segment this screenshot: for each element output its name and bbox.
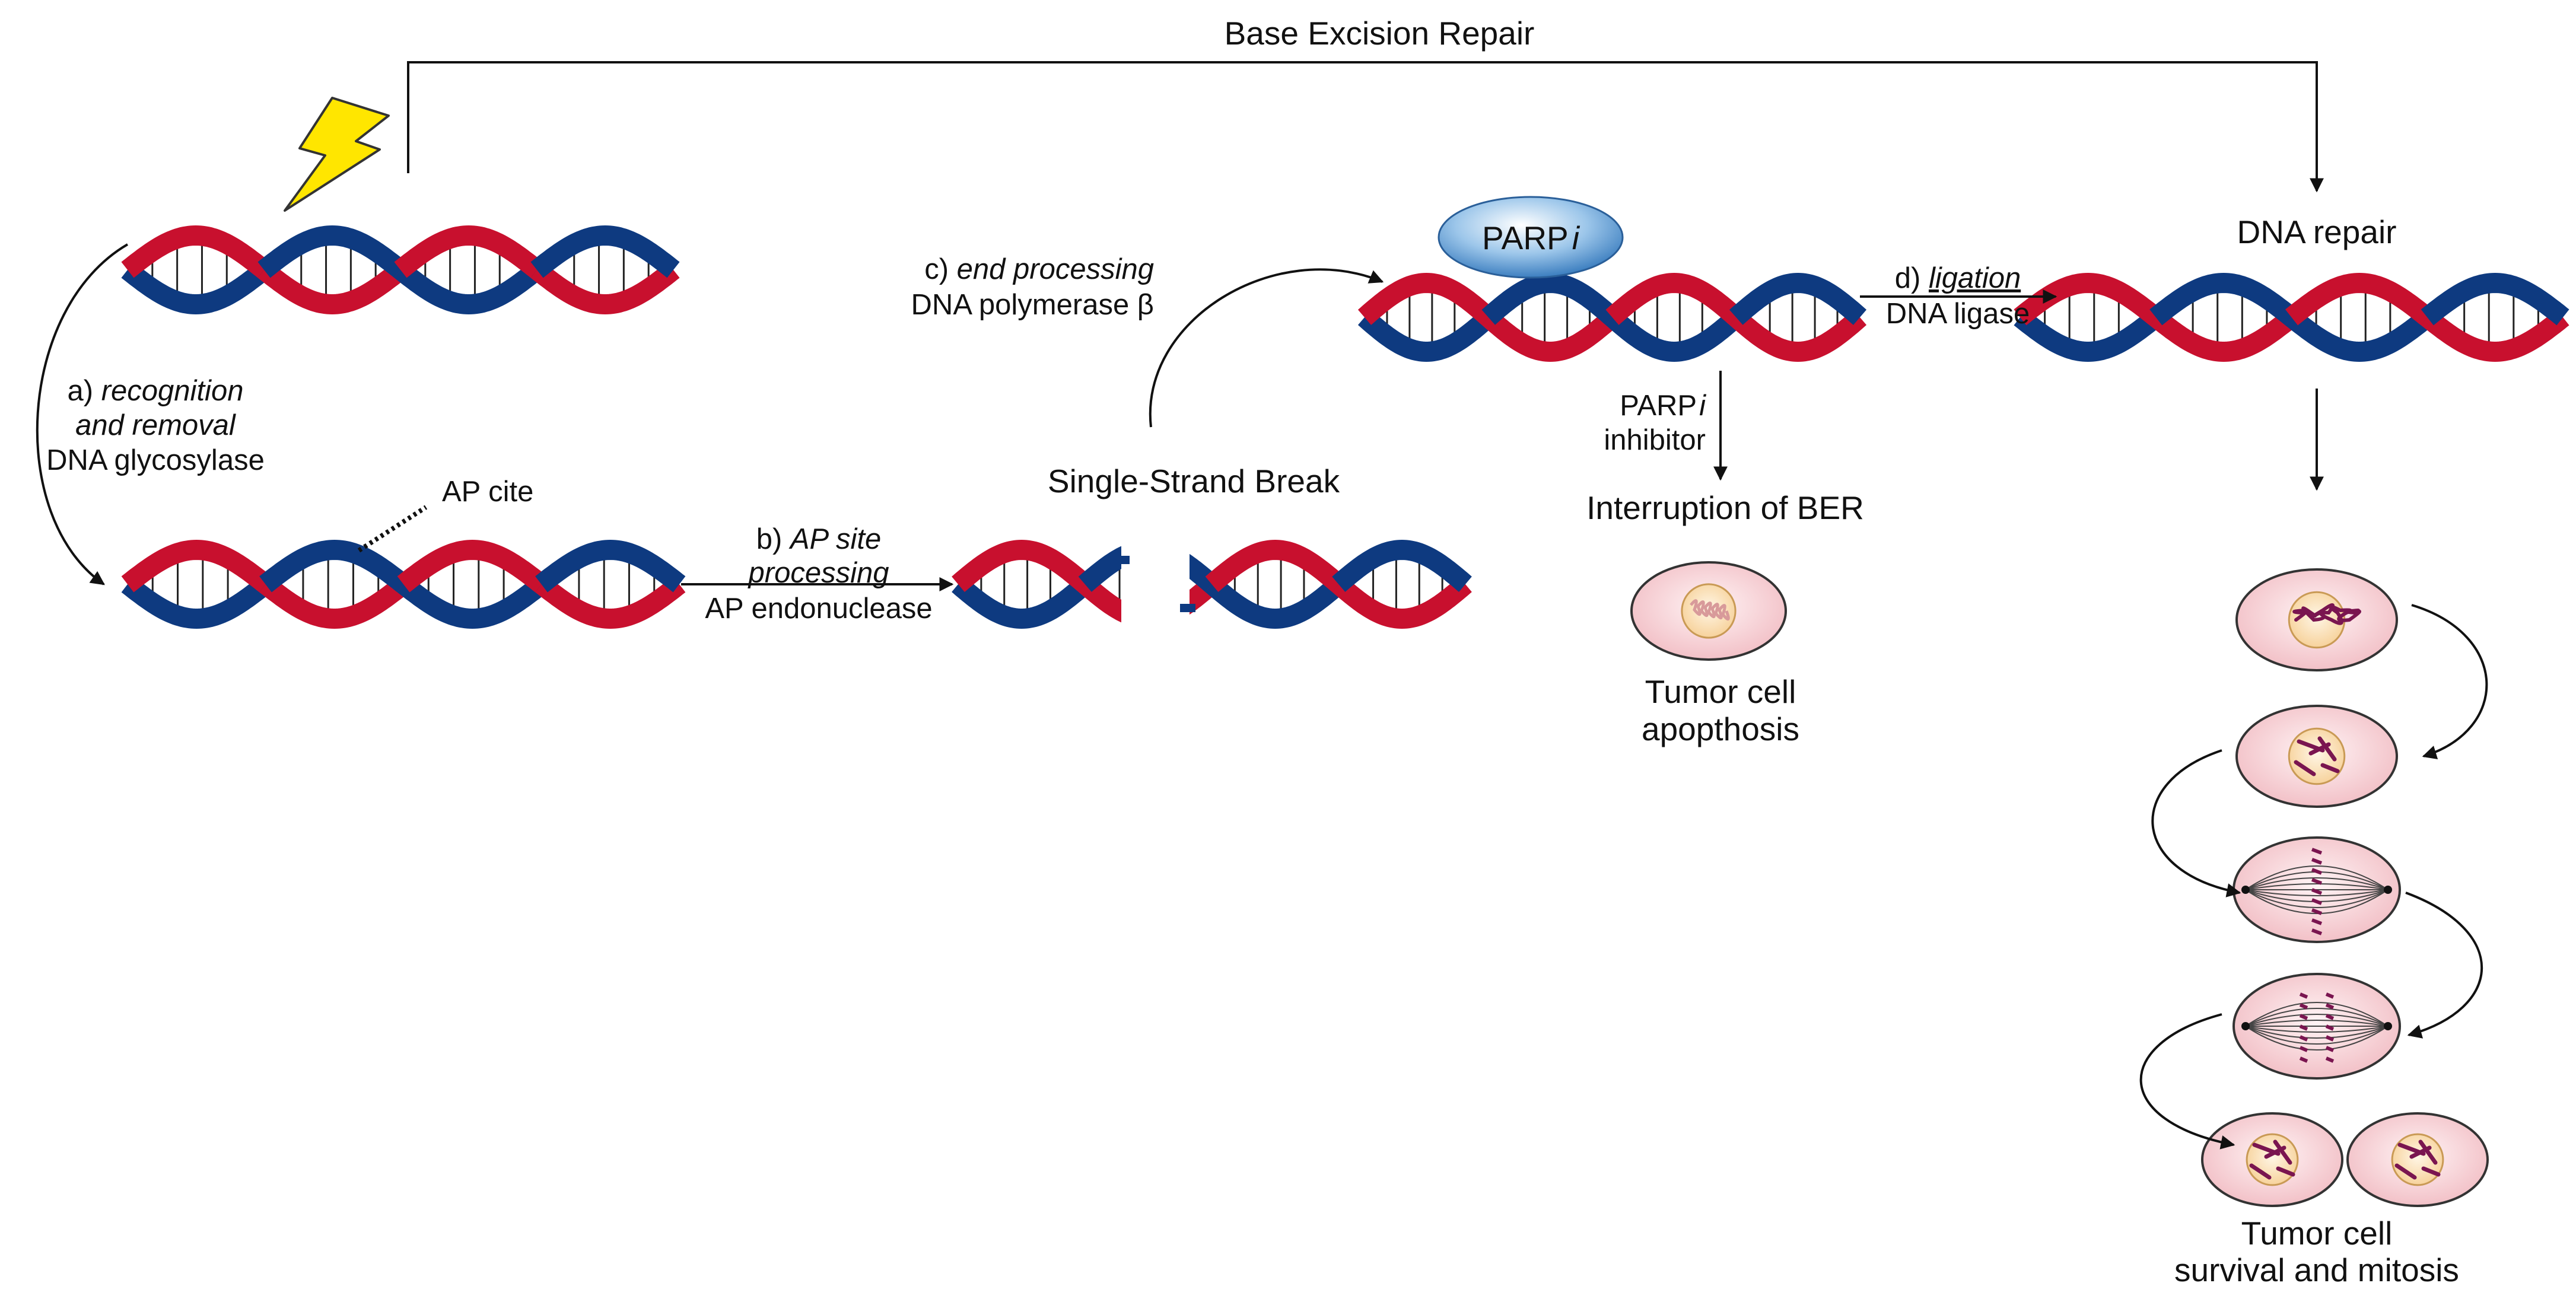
- step-b-enzyme: AP endonuclease: [705, 593, 932, 625]
- step-b-label: b) AP site: [756, 523, 882, 555]
- dna-helix-top-left: [121, 225, 680, 315]
- mitosis-cell-prophase: [2235, 705, 2398, 808]
- mitosis-arrow-2: [2151, 749, 2241, 897]
- step-c-label: c) end processing: [924, 253, 1154, 285]
- diagram-title: Base Excision Repair: [1225, 15, 1535, 52]
- apoptosis-label-2: apopthosis: [1642, 711, 1799, 747]
- apoptosis-label-1: Tumor cell: [1645, 673, 1796, 710]
- dna-helix-single-strand-break: [952, 532, 1472, 636]
- step-b-label-2: processing: [748, 557, 889, 589]
- ber-loop-arrow: [407, 61, 2324, 193]
- survival-label-1: Tumor cell: [2241, 1215, 2393, 1252]
- dna-helix-ap-site: [121, 539, 686, 629]
- apoptosis-cell-icon: [1630, 561, 1787, 661]
- step-d-label: d) ligation: [1895, 262, 2021, 294]
- svg-text:PARPi: PARPi: [1482, 219, 1580, 256]
- ap-cite-pointer: [357, 505, 428, 553]
- mitosis-cell-metaphase: [2232, 836, 2401, 943]
- mitosis-arrow-3: [2405, 892, 2483, 1039]
- dna-repair-label: DNA repair: [2237, 214, 2397, 250]
- inhibitor-label: PARPi: [1620, 390, 1706, 422]
- mitosis-cell-anaphase: [2232, 973, 2401, 1080]
- dna-helix-repaired: [2014, 272, 2569, 362]
- step-c-enzyme: DNA polymerase β: [911, 289, 1154, 321]
- step-d-enzyme: DNA ligase: [1886, 298, 2030, 330]
- dna-helix-parp: [1357, 272, 1867, 362]
- ap-cite-label: AP cite: [442, 476, 533, 508]
- step-c-arrow: [1149, 268, 1384, 428]
- survival-label-2: survival and mitosis: [2174, 1252, 2459, 1288]
- step-a-arrow: [36, 243, 129, 585]
- mitosis-arrow-1: [2411, 604, 2488, 760]
- mitosis-daughter-cell-left: [2201, 1112, 2343, 1207]
- step-a-label: a) recognition: [68, 375, 244, 407]
- ssb-label: Single-Strand Break: [1048, 463, 1340, 499]
- inhibitor-label-2: inhibitor: [1604, 424, 1706, 456]
- lightning-icon: [284, 97, 390, 212]
- step-a-enzyme: DNA glycosylase: [46, 444, 265, 476]
- interruption-label: Interruption of BER: [1586, 489, 1864, 526]
- step-a-label-2: and removal: [75, 409, 236, 441]
- mitosis-arrow-4: [2139, 1013, 2235, 1150]
- mitosis-cell-interphase: [2235, 568, 2398, 671]
- mitosis-daughter-cell-right: [2346, 1112, 2489, 1207]
